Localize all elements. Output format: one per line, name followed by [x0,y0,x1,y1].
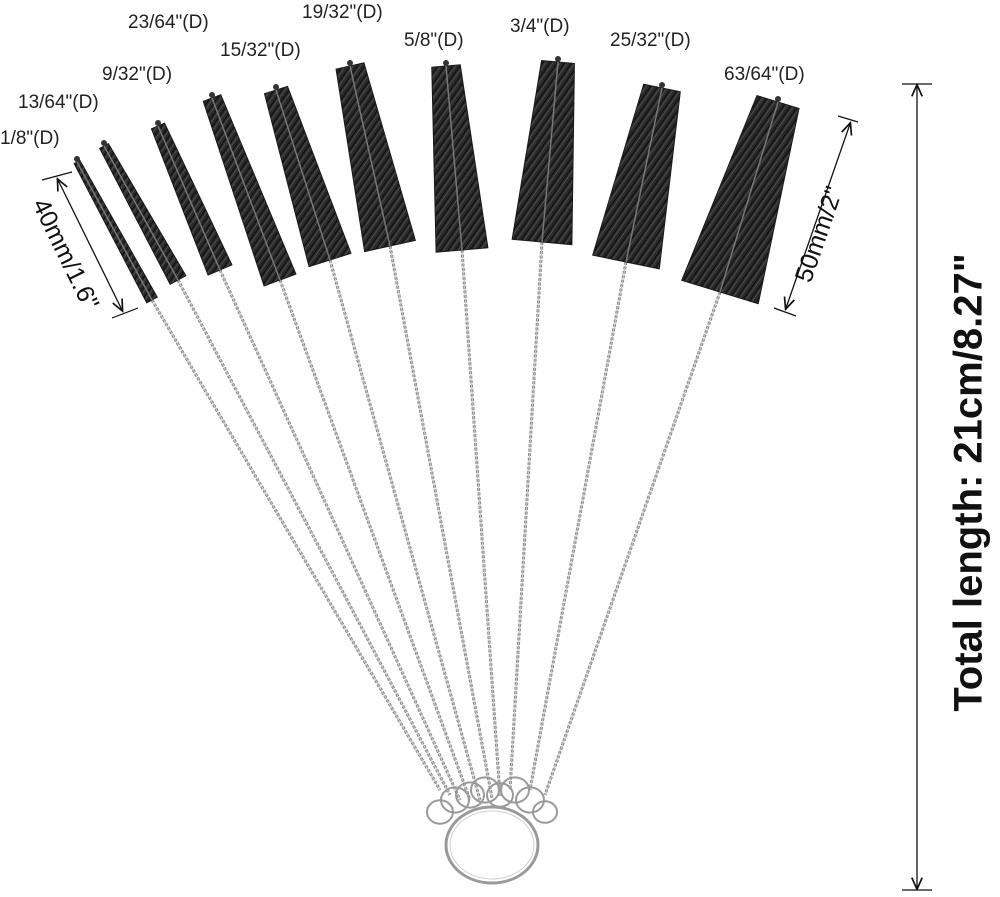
brush-handle [461,249,501,797]
wire-loop [500,776,530,804]
size-label: 5/8"(D) [404,30,464,51]
brush-handle [509,241,543,791]
brush-tip [775,96,781,102]
brush-tip [273,84,279,90]
brush-tip [443,60,449,66]
brush-bristles [335,62,417,253]
brush-handle [177,279,451,796]
brush-group [73,56,800,801]
size-label: 13/64"(D) [18,92,99,113]
brush-handle [529,261,627,791]
brush-bristles [511,59,575,246]
total-length-dimension: Total length: 21cm/8.27" [946,253,991,712]
size-label: 63/64"(D) [724,64,805,85]
brush-tip [659,82,665,88]
size-label: 19/32"(D) [302,2,383,23]
dimension-lines [41,83,932,891]
key-rings [426,776,558,885]
wire-loop [515,786,545,814]
brush [528,82,681,791]
brush-tip [347,60,353,66]
brush-handle [329,259,481,801]
brush [543,94,800,796]
brush-handle [279,279,471,801]
brush [335,60,494,799]
wire-loop [532,800,558,824]
brush-bristles [431,64,489,253]
brush-handle [151,299,441,791]
brush-tip [101,140,107,146]
key-ring [449,810,535,880]
brush-tip [555,56,561,62]
brush-tip [155,120,161,126]
size-label: 3/4"(D) [510,16,570,37]
brush-tip [209,92,215,98]
brush-handle [544,291,721,796]
size-label: 23/64"(D) [128,12,209,33]
brush-handle [219,269,461,801]
brush-bristles [263,85,352,268]
brush-bristles [202,94,297,287]
brush-handle [389,245,493,799]
size-label: 25/32"(D) [610,30,691,51]
wire-loop [426,799,454,825]
brush-bristles [150,122,233,276]
size-label: 15/32"(D) [220,40,301,61]
brush-bristles [592,83,681,270]
brush [431,60,502,797]
wire-loop [455,781,485,809]
wire-loop [470,776,500,804]
size-label: 1/8"(D) [0,128,60,149]
brush [150,120,462,801]
brush [202,92,472,801]
brush [263,84,482,801]
brush-bristles [681,94,800,305]
key-ring [444,805,540,885]
size-label: 9/32"(D) [102,64,173,85]
brush [508,56,575,791]
brush-tip [74,156,80,162]
